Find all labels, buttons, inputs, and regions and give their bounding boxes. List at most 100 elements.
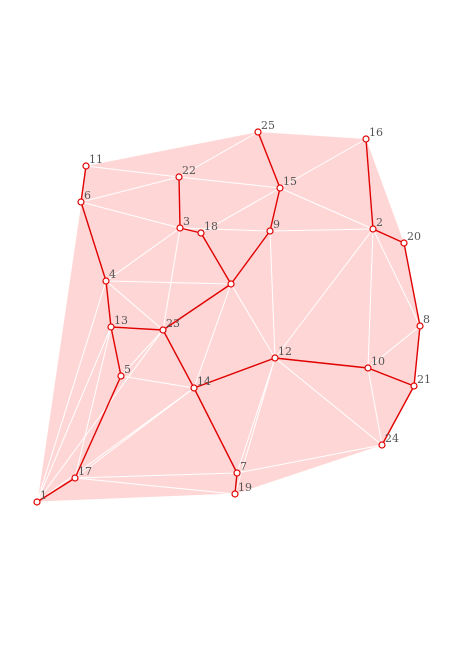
tree-edge-14-7 (193, 387, 238, 474)
graph-node-4 (102, 277, 110, 285)
triangulation-edge-22-15 (178, 176, 281, 189)
tree-edge-2-16 (365, 138, 374, 230)
triangulation-edge-6-3 (80, 201, 181, 229)
graph-node-11 (82, 162, 90, 170)
triangulation-edge-2-8 (372, 228, 421, 327)
node-label-5: 5 (124, 363, 131, 376)
node-label-17: 17 (78, 465, 92, 478)
tree-edge-21-8 (413, 325, 421, 387)
node-label-3: 3 (183, 215, 190, 228)
tree-edge-21-24 (381, 385, 415, 446)
tree-edge-11-6 (80, 165, 87, 203)
triangulation-edge-6-22 (80, 176, 180, 203)
graph-node-0 (227, 280, 235, 288)
graph-node-1 (33, 498, 41, 506)
tree-edge-13-23 (110, 326, 164, 331)
node-label-16: 16 (369, 126, 383, 139)
node-label-15: 15 (283, 175, 297, 188)
triangulation-edge-23-5 (120, 329, 164, 377)
graph-node-23 (159, 326, 167, 334)
triangulation-edge-23-1 (36, 329, 164, 503)
triangulation-edge-13-17 (74, 326, 112, 479)
graph-node-24 (378, 441, 386, 449)
node-label-22: 22 (182, 164, 196, 177)
tree-edge-20-2 (372, 228, 405, 244)
node-label-10: 10 (371, 355, 385, 368)
tree-edge-12-10 (274, 357, 369, 369)
hull-layer (37, 132, 420, 502)
convex-hull-area (37, 132, 420, 502)
tree-edge-15-25 (257, 131, 281, 189)
tree-edge-14-12 (193, 357, 276, 389)
node-label-1: 1 (40, 489, 47, 502)
tree-edge-5-17 (74, 375, 122, 479)
node-label-24: 24 (385, 432, 399, 445)
node-label-19: 19 (238, 481, 252, 494)
triangulation-edge-1-19 (36, 493, 236, 503)
triangulation-edge-15-2 (279, 187, 374, 230)
node-label-13: 13 (114, 314, 128, 327)
graph-node-9 (266, 227, 274, 235)
graph-node-14 (190, 384, 198, 392)
tree-edge-3-22 (178, 176, 181, 229)
node-label-21: 21 (417, 373, 431, 386)
node-label-9: 9 (273, 218, 280, 231)
node-label-25: 25 (261, 119, 275, 132)
triangulation-edge-7-24 (236, 444, 383, 474)
tree-edge-9-15 (269, 187, 281, 232)
tree-layer (36, 131, 421, 503)
triangulation-edge-4-23 (105, 280, 164, 331)
triangulation-edge-3-9 (179, 227, 271, 232)
graph-node-12 (271, 354, 279, 362)
graph-node-20 (400, 239, 408, 247)
triangulation-edge-12-9 (269, 230, 276, 359)
triangulation-edge-11-22 (85, 165, 180, 178)
node-label-11: 11 (89, 153, 103, 166)
graph-node-8 (416, 322, 424, 330)
triangulation-edge-13-1 (36, 326, 112, 503)
tree-edge-0-9 (230, 230, 271, 285)
node-label-8: 8 (423, 313, 430, 326)
triangulation-edge-6-1 (36, 201, 82, 503)
triangulation-edge-3-4 (105, 227, 181, 282)
triangulation-edge-10-24 (367, 367, 383, 446)
triangulation-edge-12-24 (274, 357, 383, 446)
graph-node-5 (117, 372, 125, 380)
graph-node-2 (369, 225, 377, 233)
triangulation-edge-4-1 (36, 280, 107, 503)
tree-edge-23-0 (162, 283, 232, 331)
tree-edge-8-20 (403, 242, 421, 327)
node-label-4: 4 (109, 268, 116, 281)
triangulation-edge-3-23 (162, 227, 181, 331)
triangulation-layer (36, 131, 421, 503)
triangulation-edge-14-1 (36, 387, 195, 503)
triangulation-edge-17-19 (74, 477, 236, 495)
graph-node-18 (197, 229, 205, 237)
tree-edge-23-14 (162, 329, 195, 389)
graph-node-22 (175, 173, 183, 181)
node-label-2: 2 (376, 216, 383, 229)
node-label-7: 7 (240, 460, 247, 473)
triangulation-edge-12-19 (234, 357, 276, 495)
graph-node-19 (231, 490, 239, 498)
tree-edge-13-5 (110, 326, 122, 377)
triangulation-edge-0-14 (193, 283, 232, 389)
triangulation-edge-10-8 (367, 325, 421, 369)
graph-node-6 (77, 198, 85, 206)
graph-node-3 (176, 224, 184, 232)
triangulation-edge-0-4 (105, 280, 232, 285)
node-label-23: 23 (166, 317, 180, 330)
triangulation-edge-22-25 (178, 131, 259, 178)
node-label-18: 18 (204, 220, 218, 233)
tree-edge-6-4 (80, 201, 107, 282)
graph-node-25 (254, 128, 262, 136)
node-label-6: 6 (84, 189, 91, 202)
triangulation-edge-9-2 (269, 228, 374, 232)
node-label-20: 20 (407, 230, 421, 243)
triangulation-edge-18-15 (200, 187, 281, 234)
triangulation-edge-10-2 (367, 228, 374, 369)
graph-node-17 (71, 474, 79, 482)
node-layer: 1234567891011121314151617181920212223242… (33, 119, 431, 506)
